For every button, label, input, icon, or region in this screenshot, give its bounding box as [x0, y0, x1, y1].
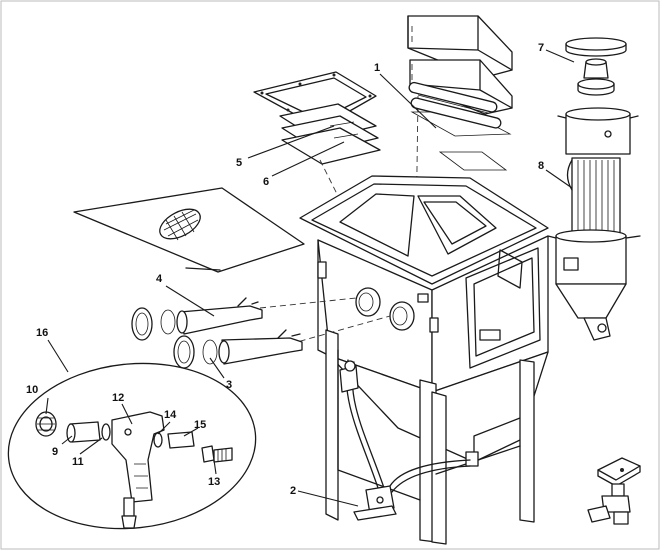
- callout-12: 12: [112, 392, 124, 404]
- callout-3: 3: [226, 379, 232, 391]
- blast-gun-assembly: [7, 362, 257, 530]
- callout-13: 13: [208, 476, 220, 488]
- callout-labels: 1 2 3 4 5 6 7 8 9 10 11 12 13 14 15 16: [26, 42, 544, 497]
- callout-10: 10: [26, 384, 38, 396]
- callout-4: 4: [156, 273, 163, 285]
- callout-6: 6: [263, 176, 269, 188]
- callout-15: 15: [194, 419, 206, 431]
- callout-7: 7: [538, 42, 544, 54]
- hopper-and-legs: [325, 329, 549, 545]
- hose-barb-part: [201, 445, 233, 463]
- callout-14: 14: [164, 409, 177, 421]
- fluorescent-tubes: [408, 81, 502, 129]
- o-ring-part: [101, 423, 111, 441]
- callout-2: 2: [290, 485, 296, 497]
- protective-sheet: [73, 187, 305, 273]
- gun-body-part: [111, 411, 165, 529]
- glove-assembly: [131, 297, 303, 369]
- callout-1: 1: [374, 62, 380, 74]
- callout-16: 16: [36, 327, 48, 339]
- washer-part: [153, 432, 163, 448]
- callout-11: 11: [72, 456, 84, 468]
- callout-9: 9: [52, 446, 58, 458]
- viewing-window-assembly: [253, 71, 381, 201]
- callout-8: 8: [538, 160, 544, 172]
- cabinet-body: [259, 175, 583, 393]
- nozzle-part: [35, 411, 57, 437]
- callout-5: 5: [236, 157, 242, 169]
- bracket-nozzle-assembly: [587, 457, 641, 525]
- leader-lines: [45, 49, 575, 507]
- air-jet-part: [167, 431, 195, 449]
- dust-collector-assembly: [547, 37, 641, 341]
- foot-pedal-and-hoses: [339, 359, 471, 521]
